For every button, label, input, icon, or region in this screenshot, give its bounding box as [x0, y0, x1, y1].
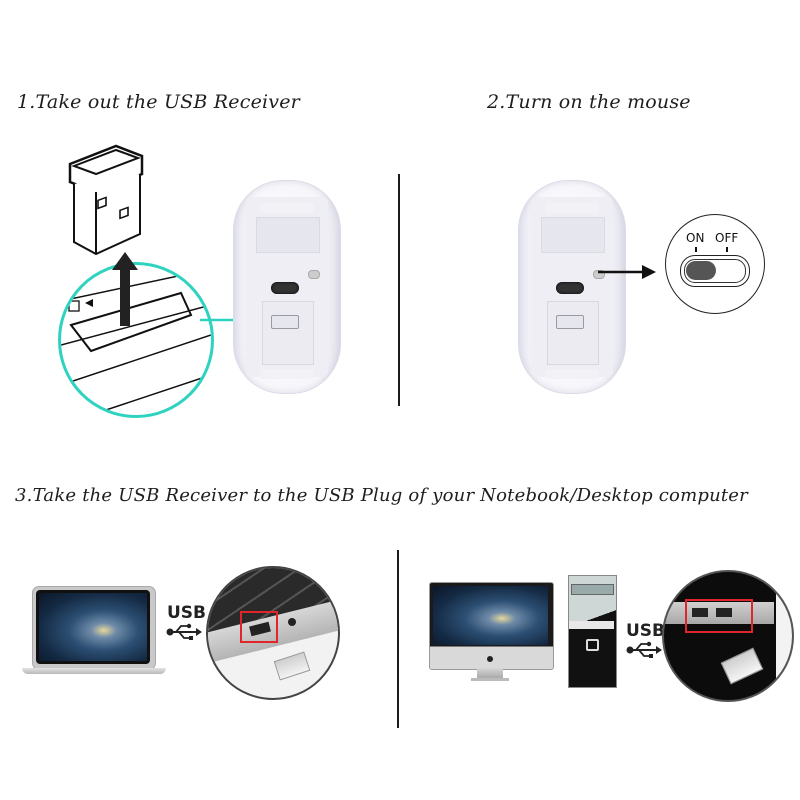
switch-off-label: OFF [715, 231, 739, 245]
usb-receiver-dongle [720, 647, 764, 685]
switch-on-tick [695, 247, 697, 252]
up-arrow-icon [112, 252, 138, 326]
mouse-receiver-cover [547, 301, 599, 365]
switch-on-label: ON [686, 231, 705, 245]
mouse-foot-top [545, 203, 599, 213]
mouse-power-switch [308, 270, 320, 279]
mouse-foot-bottom [545, 369, 599, 379]
usb-symbol-icon-right [626, 641, 662, 658]
mouse-receiver-slot [556, 315, 584, 329]
laptop-port-highlight [240, 611, 278, 643]
mouse-foot-top [260, 203, 314, 213]
step-3-title: 3.Take the USB Receiver to the USB Plug … [15, 485, 748, 506]
mouse-optical-sensor [271, 282, 299, 294]
black-pointer-arrow [598, 265, 656, 279]
laptop-port-closeup [206, 566, 340, 700]
mouse-power-switch [593, 270, 605, 279]
usb-symbol-icon-left [166, 623, 202, 640]
power-switch-callout: ON OFF [665, 214, 765, 314]
apple-logo-icon [487, 656, 493, 662]
switch-off-tick [726, 247, 728, 252]
usb-port-1 [692, 608, 708, 617]
mouse-receiver-slot [271, 315, 299, 329]
usb-label-right: USB [626, 621, 666, 641]
usb-label-left: USB [167, 603, 207, 623]
tower-front-ports [569, 621, 614, 629]
slot-detail-drawing [61, 268, 211, 415]
bottom-divider [397, 550, 399, 728]
mouse-label-sticker [541, 217, 605, 253]
tower-logo-icon [586, 639, 599, 651]
mouse-bottom-view-1 [233, 180, 341, 394]
mouse-optical-sensor [556, 282, 584, 294]
usb-receiver-dongle [273, 651, 311, 681]
laptop-screen [39, 593, 147, 661]
step-2-title: 2.Turn on the mouse [487, 91, 691, 113]
imac-stand [477, 668, 503, 678]
headphone-jack [288, 618, 296, 626]
usb-receiver-drawing [68, 144, 144, 256]
imac-stand-base [471, 678, 509, 681]
usb-port-2 [716, 608, 732, 617]
right-white-panel [776, 572, 792, 700]
laptop-base [22, 668, 166, 674]
imac-screen [433, 586, 548, 645]
slide-switch-knob [686, 261, 716, 280]
desktop-port-highlight [685, 599, 753, 633]
mouse-receiver-cover [262, 301, 314, 365]
magnified-slot-circle [58, 262, 214, 418]
top-divider [398, 174, 400, 406]
slide-switch-track [680, 255, 750, 287]
mouse-foot-bottom [260, 369, 314, 379]
mouse-label-sticker [256, 217, 320, 253]
tower-drive-bay [571, 584, 614, 595]
mouse-bottom-view-2 [518, 180, 626, 394]
desktop-port-closeup [662, 570, 794, 702]
step-1-title: 1.Take out the USB Receiver [17, 91, 300, 113]
